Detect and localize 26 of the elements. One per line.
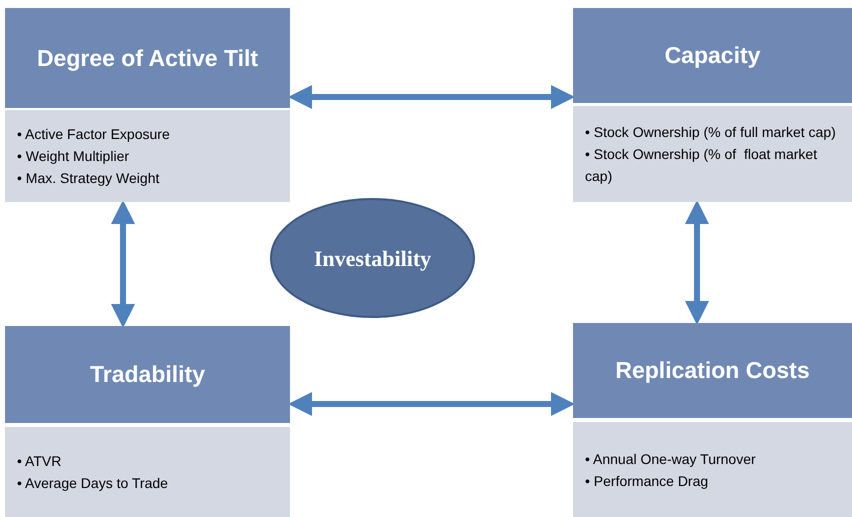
double-arrow: [288, 392, 575, 416]
double-arrow: [685, 200, 709, 325]
content-box: [5, 110, 290, 202]
header-text: Degree of Active Tilt: [36, 44, 258, 73]
header-text: Tradability: [90, 360, 206, 390]
header-box: [5, 326, 290, 423]
bullet-item: • Weight Multiplier: [17, 147, 130, 166]
content-box: [5, 427, 290, 517]
bullet-item: • Stock Ownership (% of full market cap): [585, 123, 837, 142]
bullet-item: • ATVR: [17, 452, 62, 471]
bullet-item: • Stock Ownership (% of float market cap): [585, 145, 818, 186]
header-box: [573, 323, 852, 418]
content-box: [573, 422, 852, 517]
header-box: [5, 8, 290, 108]
bullet-item: • Average Days to Trade: [17, 474, 169, 493]
bullet-item: • Annual One-way Turnover: [585, 450, 757, 469]
content-box: [573, 106, 852, 202]
ellipse-text: Investability: [314, 244, 432, 273]
double-arrow: [288, 85, 575, 109]
header-text: Replication Costs: [615, 356, 810, 386]
bullet-item: • Max. Strategy Weight: [17, 169, 160, 188]
header-text: Capacity: [664, 41, 760, 70]
bullet-item: • Performance Drag: [585, 472, 710, 491]
header-box: [573, 8, 852, 103]
double-arrow: [111, 200, 135, 328]
bullet-item: • Active Factor Exposure: [17, 125, 171, 144]
